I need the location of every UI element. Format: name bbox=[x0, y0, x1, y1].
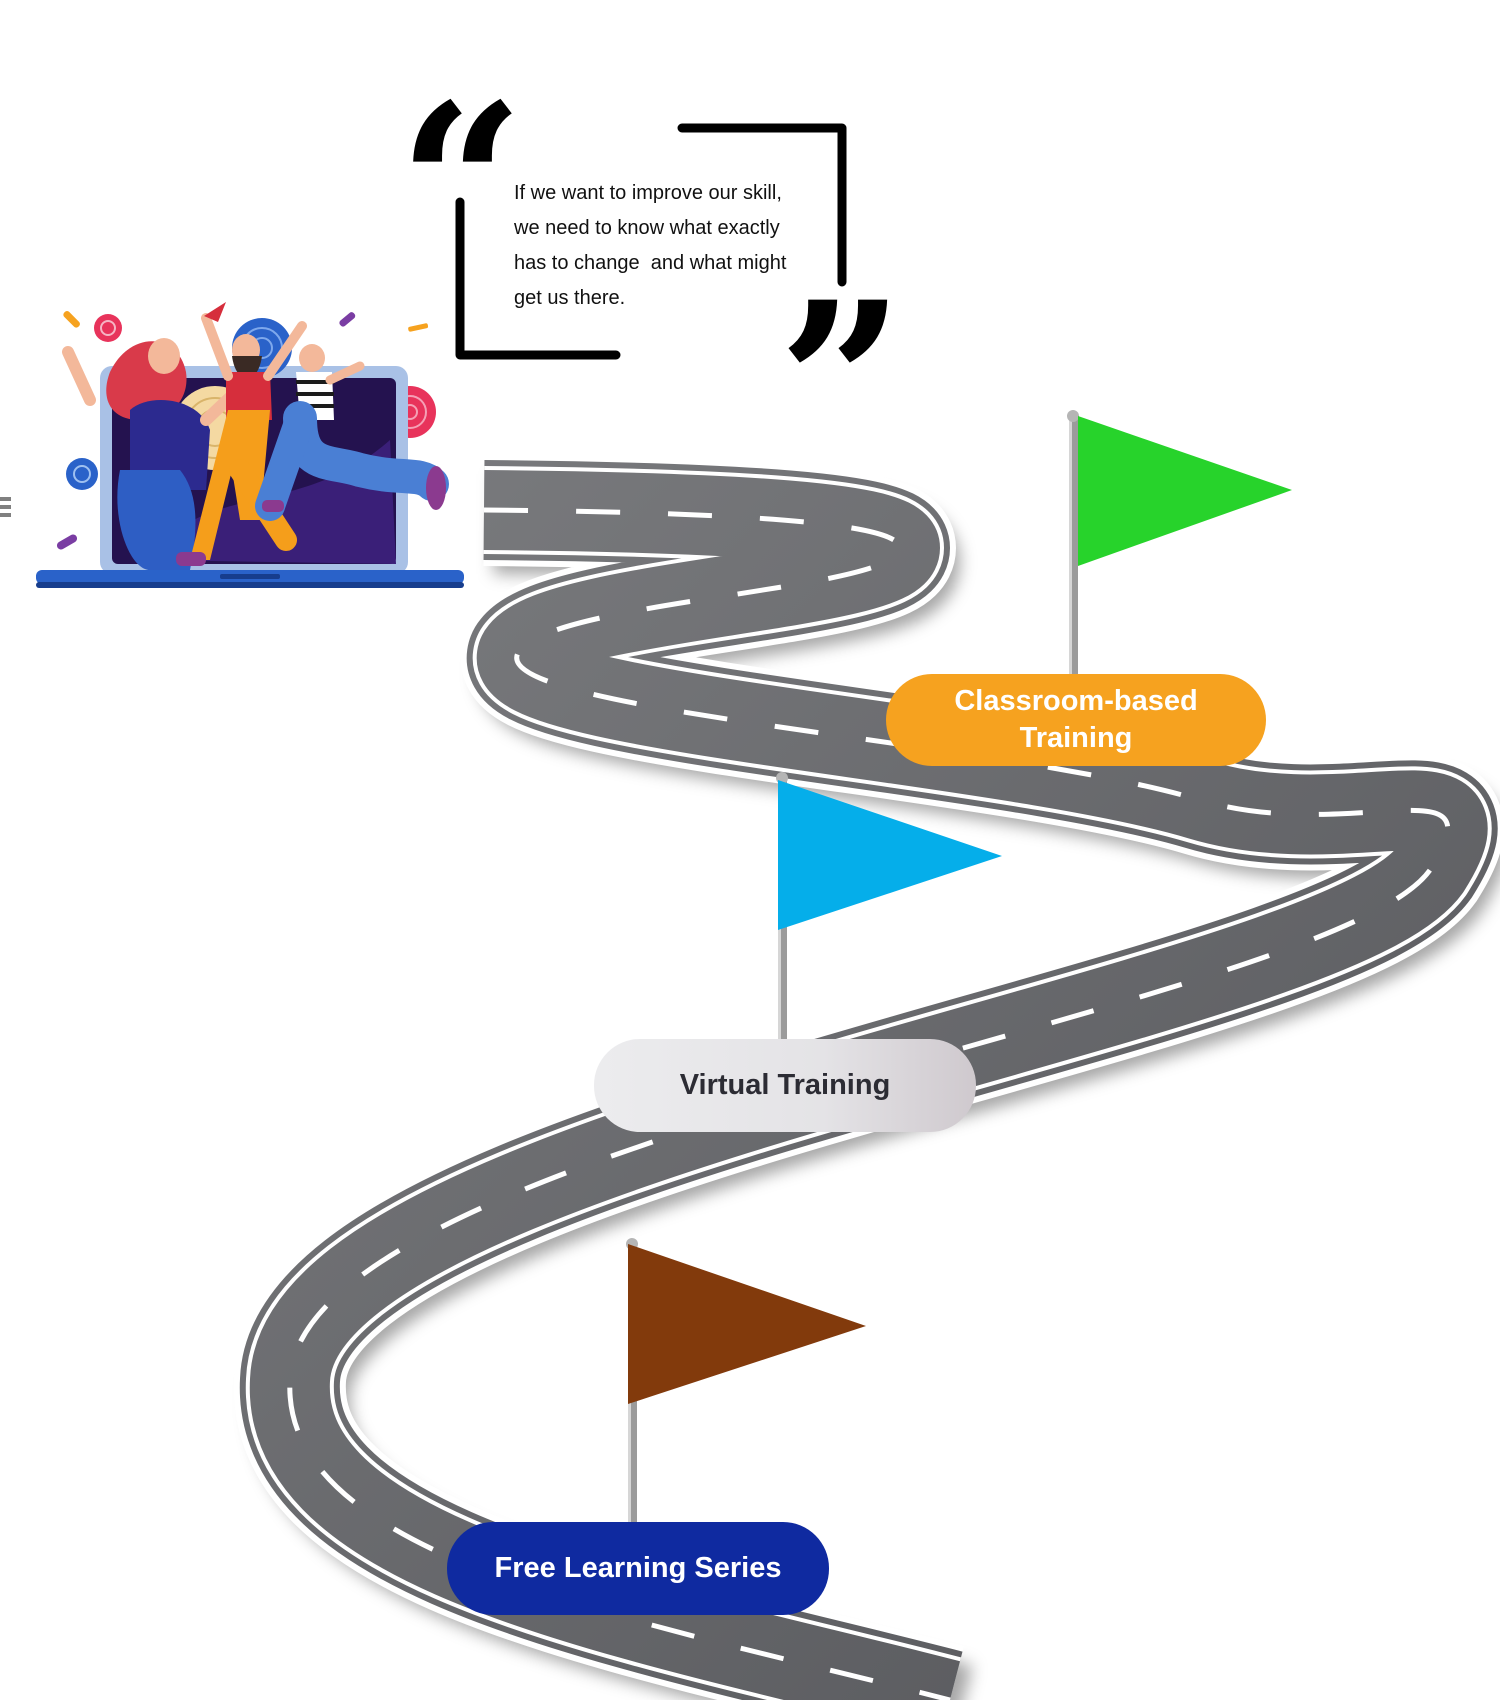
open-quote-icon: “ bbox=[398, 55, 525, 314]
edge-marks bbox=[0, 497, 11, 517]
quote-line: we need to know what exactly bbox=[514, 217, 780, 239]
milestone-label-line: Training bbox=[1019, 722, 1133, 754]
milestone-classroom-based-training: Classroom-based Training bbox=[886, 674, 1266, 766]
winding-road bbox=[233, 454, 1500, 1705]
milestone-free-learning-series: Free Learning Series bbox=[447, 1522, 829, 1615]
milestone-virtual-training: Virtual Training bbox=[594, 1039, 976, 1132]
celebrating-people-laptop-icon bbox=[36, 302, 464, 588]
close-quote-icon: ” bbox=[778, 253, 905, 512]
flag-classroom-banner bbox=[1078, 416, 1292, 566]
svg-text:”: ” bbox=[778, 253, 905, 512]
flag-virtual-banner bbox=[778, 780, 1002, 930]
quote-frame bbox=[455, 123, 847, 360]
svg-text:“: “ bbox=[398, 55, 525, 314]
quote-line: get us there. bbox=[514, 287, 626, 309]
quote-text: If we want to improve our skill, we need… bbox=[514, 176, 814, 316]
milestone-label: Virtual Training bbox=[679, 1069, 891, 1101]
quote-line: If we want to improve our skill, bbox=[514, 182, 782, 204]
flag-free-banner bbox=[628, 1244, 866, 1404]
flag-classroom bbox=[1067, 410, 1292, 676]
flag-virtual bbox=[776, 772, 1002, 1040]
milestone-label-line: Classroom-based bbox=[954, 685, 1198, 717]
quote-line: has to change and what might bbox=[514, 252, 787, 274]
milestone-label: Free Learning Series bbox=[494, 1552, 782, 1584]
flag-free bbox=[626, 1238, 866, 1524]
